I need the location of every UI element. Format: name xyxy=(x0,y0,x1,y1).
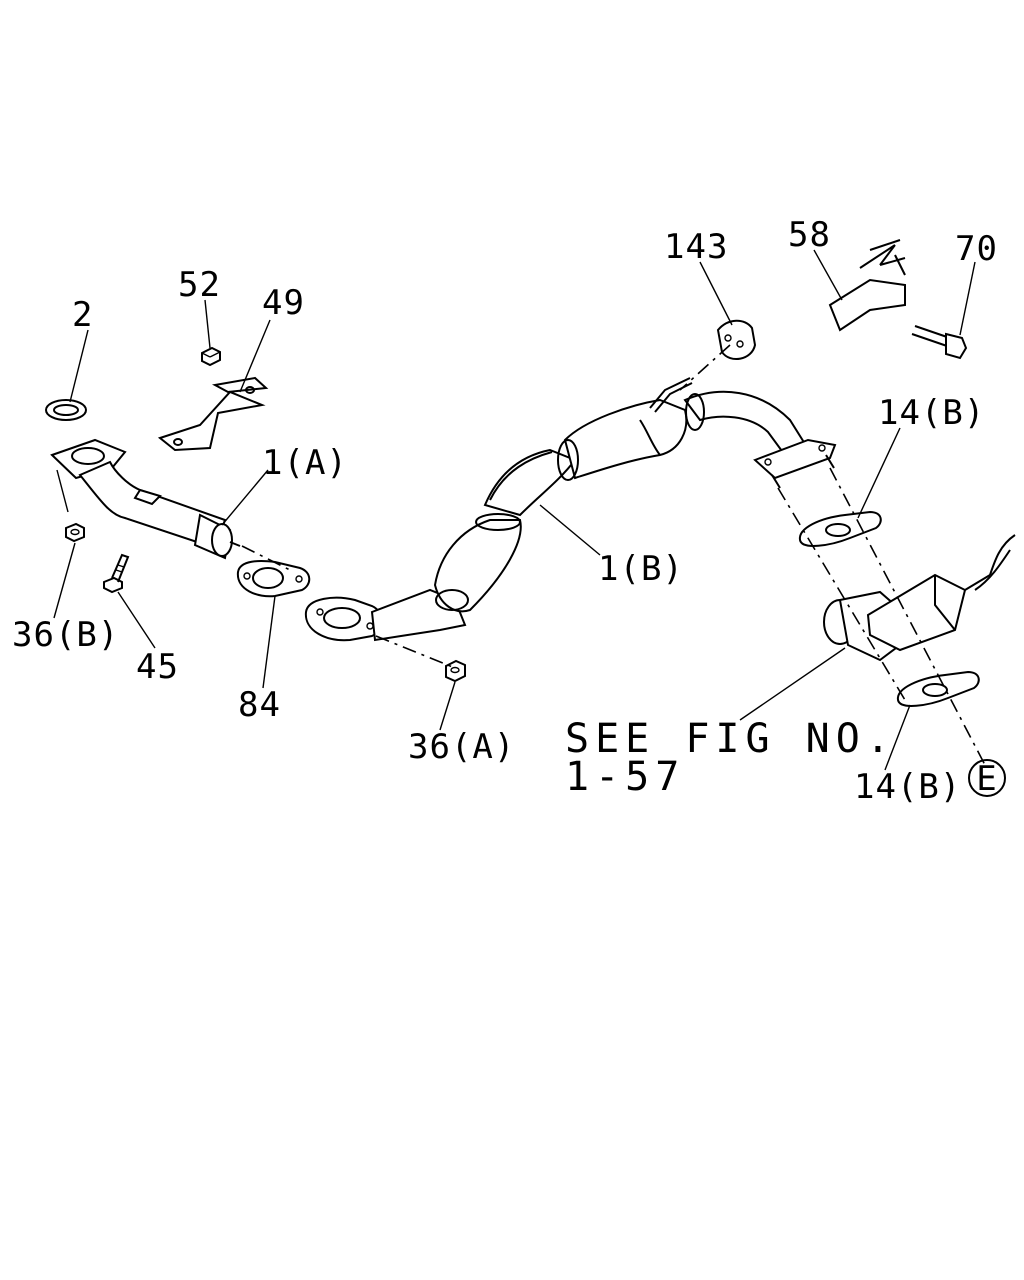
part-14b-upper-gasket xyxy=(798,510,882,547)
part-1a-front-pipe xyxy=(50,438,241,560)
note-see-fig-line1: SEE FIG NO. xyxy=(565,716,896,762)
label-part-49: 49 xyxy=(262,283,305,323)
part-52-nut xyxy=(201,346,221,367)
part-2-gasket-ring xyxy=(45,399,87,421)
label-part-45: 45 xyxy=(136,647,179,687)
leader-lines xyxy=(53,249,976,771)
label-part-14b-top: 14(B) xyxy=(878,393,985,433)
label-part-58: 58 xyxy=(788,215,831,255)
reference-marker-e: E xyxy=(968,759,1006,799)
label-part-84: 84 xyxy=(238,685,281,725)
label-part-52: 52 xyxy=(178,265,221,305)
note-see-fig-line2: 1-57 xyxy=(565,754,685,800)
label-part-1b: 1(B) xyxy=(598,549,684,589)
part-84-gasket xyxy=(236,560,311,598)
label-part-70: 70 xyxy=(955,229,998,269)
alignment-lines xyxy=(241,344,986,766)
reference-e-text: E xyxy=(976,759,997,799)
part-45-bolt xyxy=(103,553,130,594)
label-part-143: 143 xyxy=(664,227,728,267)
part-1b-main-pipe xyxy=(304,377,837,642)
part-70-bolt xyxy=(911,325,968,360)
label-part-1a: 1(A) xyxy=(262,443,348,483)
part-36a-nut xyxy=(445,659,466,683)
label-part-2: 2 xyxy=(72,295,93,335)
part-143-gasket xyxy=(716,319,757,361)
label-part-14b-bottom: 14(B) xyxy=(854,767,961,807)
label-part-36b: 36(B) xyxy=(12,615,119,655)
exhaust-valve-assembly xyxy=(823,534,1016,662)
part-49-bracket xyxy=(157,376,269,452)
label-part-36a: 36(A) xyxy=(408,727,515,767)
part-58-bracket xyxy=(828,239,906,332)
part-36b-nut xyxy=(65,522,85,543)
part-14b-lower-gasket xyxy=(896,670,980,707)
